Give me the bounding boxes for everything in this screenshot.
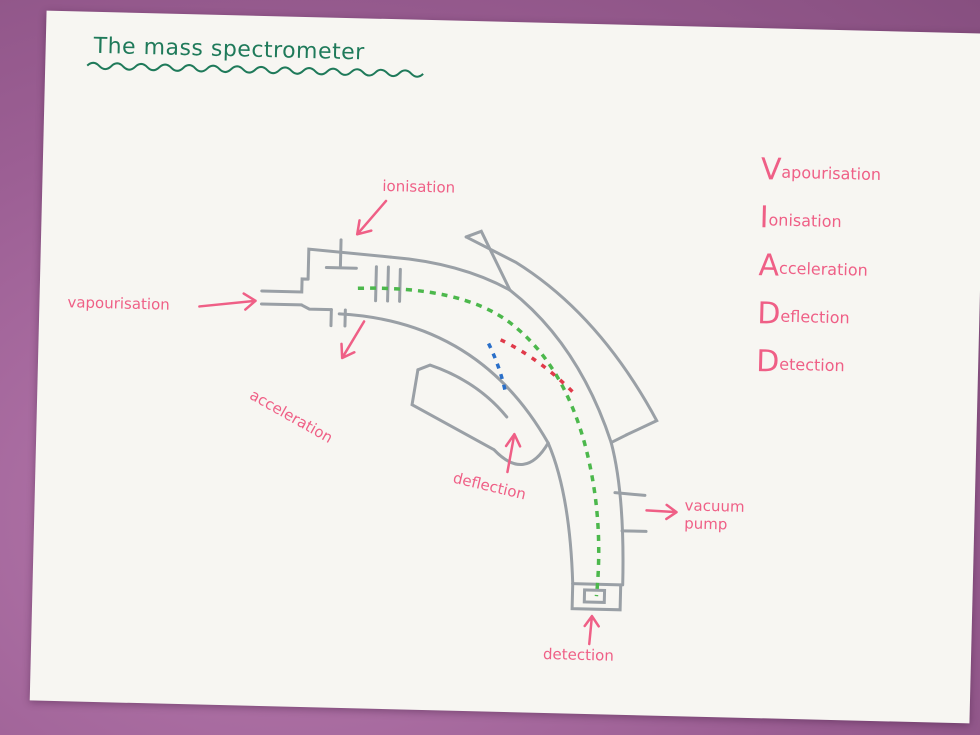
label-ionisation: ionisation [382,176,456,197]
mnemonic-list: Vapourisation Ionisation Acceleration De… [756,146,882,389]
mnemonic-item: Acceleration [758,248,868,284]
mnemonic-item: Deflection [756,296,850,332]
mnemonic-item: Vapourisation [760,152,882,188]
paper-sheet: The mass spectrometer [29,10,980,724]
title-underline [86,61,424,78]
light-ion-path [486,342,508,393]
vacuum-pump-arrow [645,503,678,521]
spectrometer-diagram [198,199,678,646]
label-vapourisation: vapourisation [67,293,170,314]
ion-beam-path [357,286,601,597]
mnemonic-item: Ionisation [759,200,842,236]
detection-arrow [583,614,600,646]
label-vacuum-pump: vacuum pump [684,496,745,534]
ionisation-arrow [355,199,388,236]
deflection-arrow [504,432,522,474]
mnemonic-item: Detection [755,344,845,380]
vapourisation-arrow [198,292,257,311]
acceleration-arrow [340,320,366,360]
label-detection: detection [542,644,615,665]
